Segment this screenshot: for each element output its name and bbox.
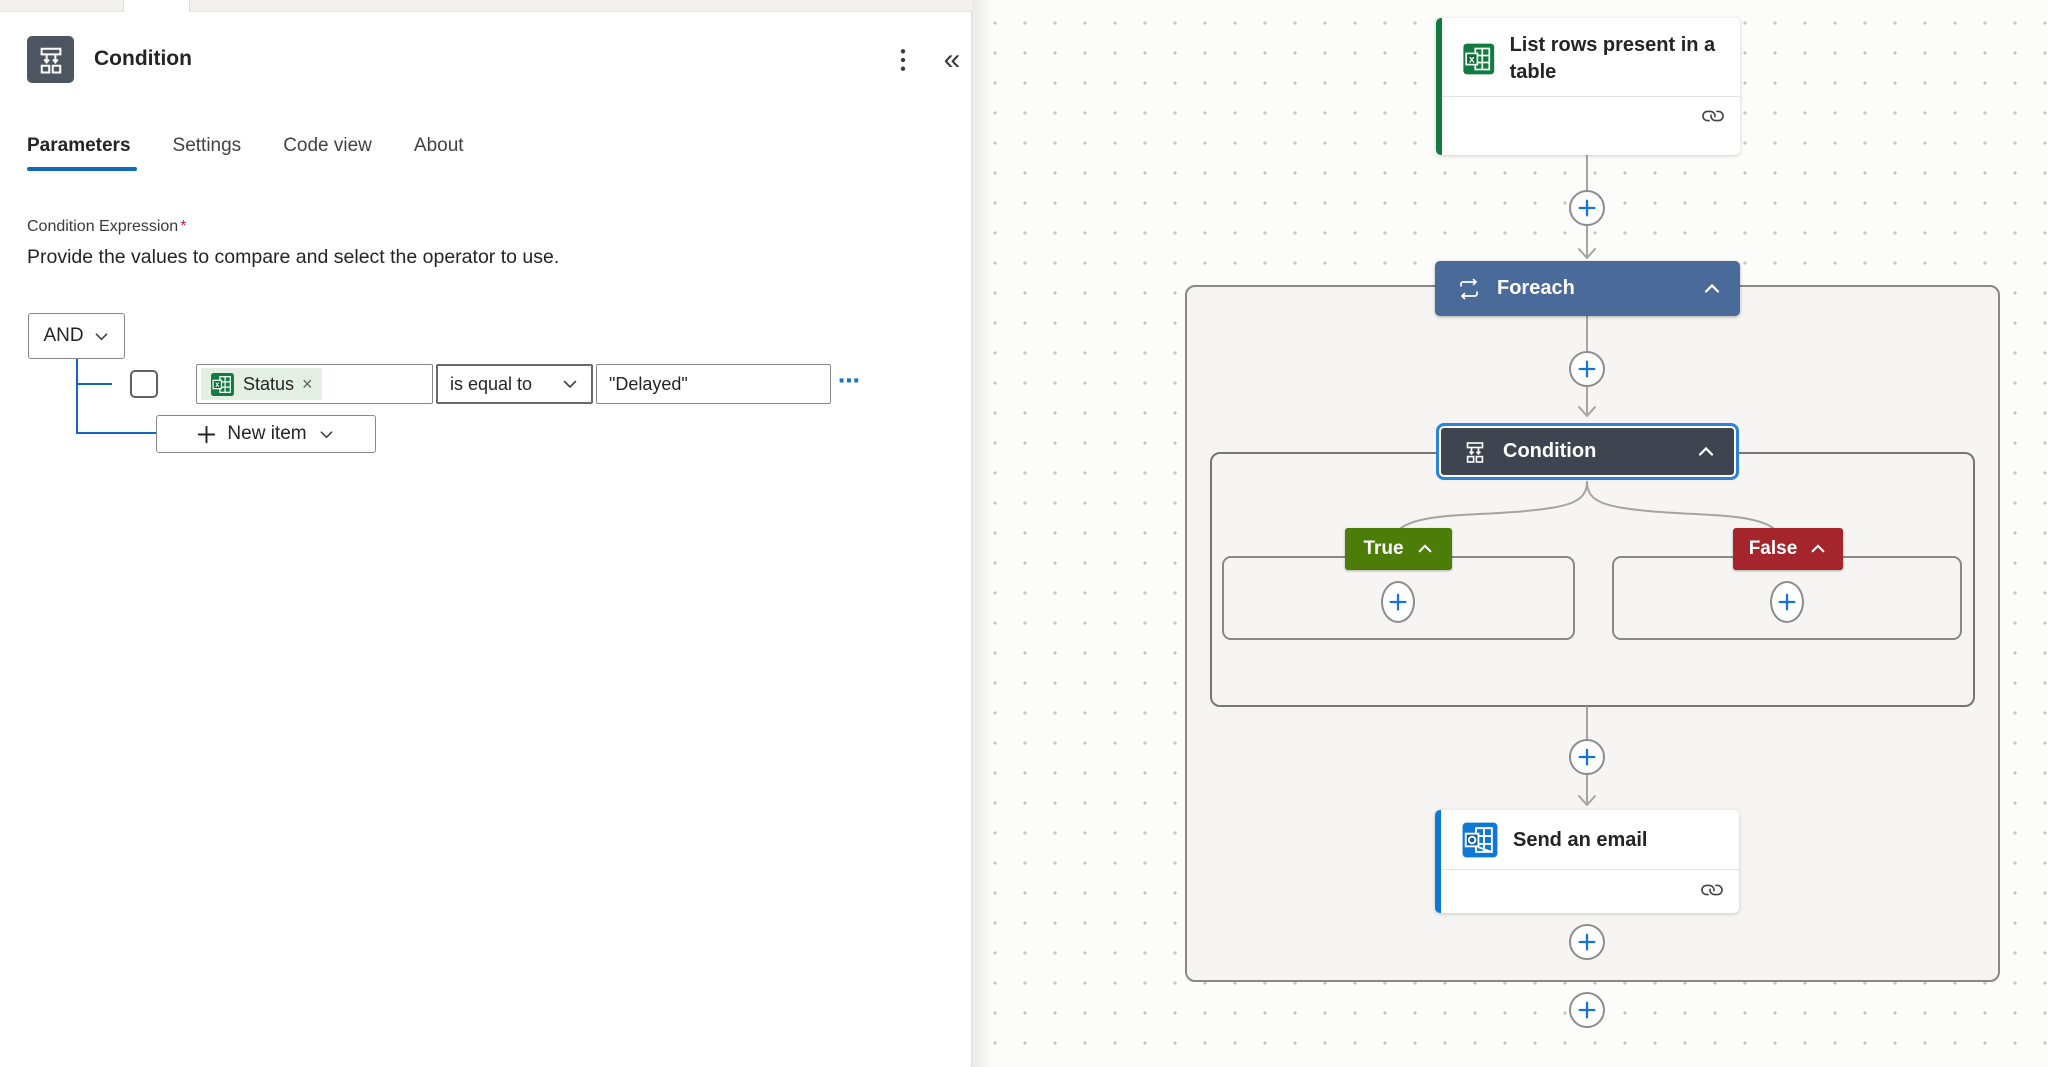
collapse-false-icon[interactable] <box>1809 540 1827 558</box>
active-tab-indicator <box>27 167 137 171</box>
outlook-icon <box>1462 822 1498 858</box>
remove-token-icon[interactable]: × <box>302 374 313 394</box>
false-branch-label[interactable]: False <box>1733 528 1843 570</box>
plus-icon <box>1578 933 1596 951</box>
add-step-button[interactable] <box>1569 992 1605 1028</box>
insert-step-button[interactable] <box>1569 351 1605 387</box>
node-title: List rows present in a table <box>1509 34 1716 83</box>
plus-icon <box>1578 199 1596 217</box>
outlook-accent-bar <box>1435 810 1441 913</box>
plus-icon <box>1578 748 1596 766</box>
tab-about[interactable]: About <box>413 135 464 156</box>
true-branch-label[interactable]: True <box>1345 528 1452 570</box>
action-details-panel: Condition « Parameters Settings Code vie… <box>0 12 972 1067</box>
panel-tabs: Parameters Settings Code view About <box>27 135 464 171</box>
plus-icon <box>1578 1001 1596 1019</box>
chevron-down-icon <box>320 430 332 438</box>
collapse-condition-icon[interactable] <box>1696 442 1716 462</box>
insert-step-button[interactable] <box>1569 924 1605 960</box>
add-action-false-button[interactable] <box>1770 581 1804 623</box>
collapse-true-icon[interactable] <box>1416 540 1434 558</box>
false-branch-container <box>1612 556 1962 640</box>
node-send-email[interactable]: Send an email <box>1435 810 1739 913</box>
required-marker: * <box>180 218 187 235</box>
tree-connector <box>76 359 78 434</box>
top-strip-notch <box>123 0 190 12</box>
svg-text:x: x <box>1469 55 1475 66</box>
row-menu-button[interactable]: ⋯ <box>838 368 862 393</box>
chevron-down-icon <box>563 380 577 389</box>
token-label: Status <box>243 373 295 394</box>
node-title: Foreach <box>1497 277 1575 299</box>
panel-shadow <box>972 0 994 1067</box>
value-field[interactable]: "Delayed" <box>596 364 831 404</box>
collapse-panel-button[interactable]: « <box>932 40 972 80</box>
node-title: Condition <box>1503 440 1597 462</box>
row-checkbox[interactable] <box>130 370 158 398</box>
add-action-true-button[interactable] <box>1381 581 1415 623</box>
operator-dropdown[interactable]: is equal to <box>436 364 593 404</box>
excel-icon: x <box>1463 43 1495 75</box>
condition-expression-label: Condition Expression* <box>27 218 187 235</box>
node-list-rows[interactable]: x List rows present in a table <box>1436 18 1740 155</box>
panel-title: Condition <box>94 47 192 70</box>
node-condition[interactable]: Condition <box>1436 423 1739 480</box>
plus-icon <box>1578 360 1596 378</box>
insert-step-button[interactable] <box>1569 190 1605 226</box>
condition-action-icon <box>27 36 74 83</box>
node-foreach[interactable]: Foreach <box>1435 261 1740 316</box>
operand-field[interactable]: x Status × <box>196 364 433 404</box>
collapse-foreach-icon[interactable] <box>1702 279 1722 299</box>
plus-icon <box>198 425 216 443</box>
group-operator-dropdown[interactable]: AND <box>28 313 125 359</box>
plus-icon <box>1778 593 1796 611</box>
panel-header: Condition « <box>27 36 960 96</box>
condition-expression-helper: Provide the values to compare and select… <box>27 246 560 268</box>
plus-icon <box>1389 593 1407 611</box>
insert-step-button[interactable] <box>1569 739 1605 775</box>
new-item-button[interactable]: New item <box>156 415 376 453</box>
link-icon <box>1696 874 1727 905</box>
excel-accent-bar <box>1436 18 1442 155</box>
condition-icon <box>1463 440 1487 464</box>
tree-connector <box>76 432 156 434</box>
tab-code-view[interactable]: Code view <box>283 135 372 156</box>
tree-connector <box>76 383 112 385</box>
foreach-loop-icon <box>1457 277 1481 301</box>
more-commands-button[interactable] <box>883 40 923 80</box>
dynamic-content-token[interactable]: x Status × <box>201 368 322 400</box>
kebab-icon <box>900 49 906 71</box>
link-icon <box>1697 100 1728 131</box>
excel-icon: x <box>211 372 234 396</box>
tab-parameters[interactable]: Parameters <box>27 135 131 156</box>
chevron-down-icon <box>95 332 107 340</box>
tab-settings[interactable]: Settings <box>172 135 242 156</box>
flow-canvas[interactable]: x List rows present in a table <box>972 0 2048 1067</box>
svg-text:x: x <box>215 380 220 389</box>
window-top-strip <box>0 0 972 12</box>
node-title: Send an email <box>1513 828 1648 851</box>
